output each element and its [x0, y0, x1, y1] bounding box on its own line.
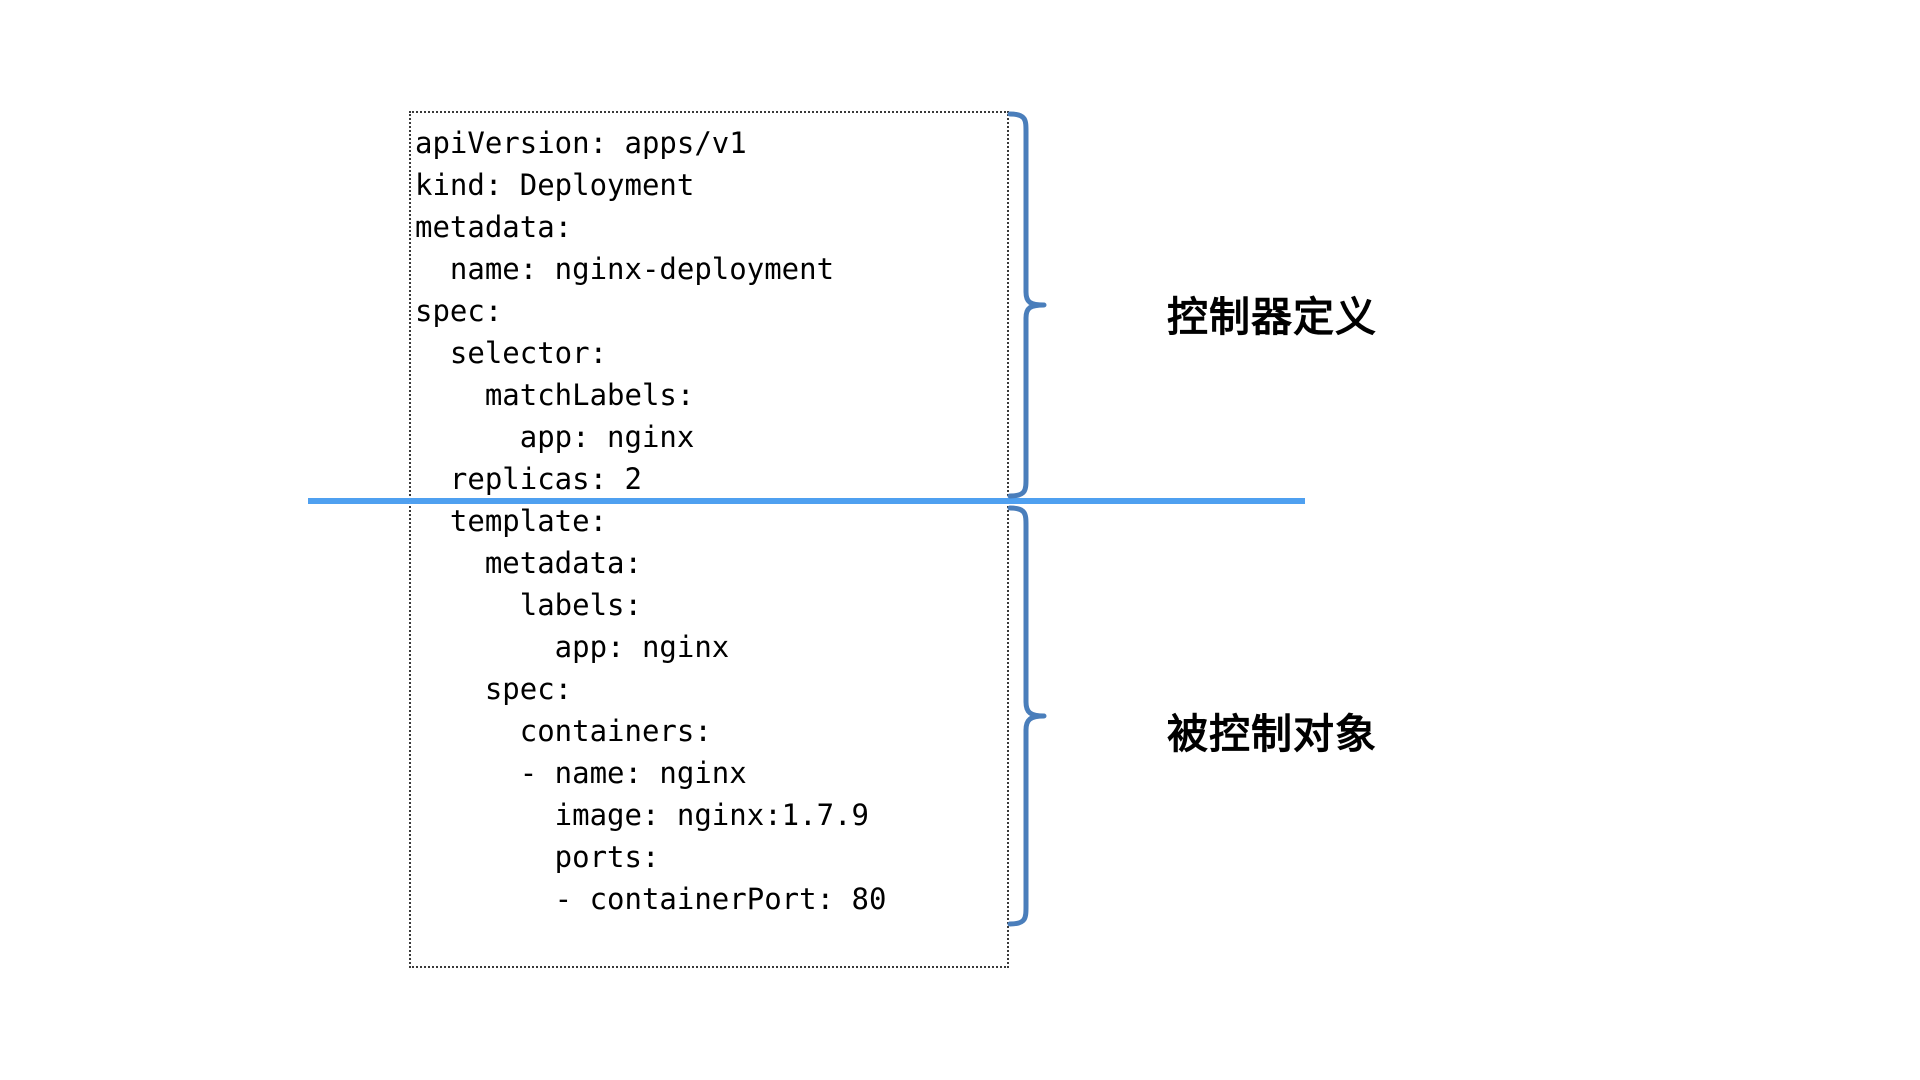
yaml-code-line: spec: [415, 294, 503, 328]
section-divider [308, 498, 1305, 504]
yaml-code-line: image: nginx:1.7.9 [415, 798, 869, 832]
yaml-code-line: matchLabels: [415, 378, 695, 412]
yaml-code-line: kind: Deployment [415, 168, 695, 202]
yaml-code-line: labels: [415, 588, 642, 622]
yaml-code-listing: apiVersion: apps/v1 kind: Deployment metad… [415, 122, 1155, 920]
yaml-code-line: name: nginx-deployment [415, 252, 835, 286]
yaml-code-line: template: [415, 504, 608, 538]
annotation-label-controlled-object: 被控制对象 [1167, 710, 1377, 758]
yaml-code-line: selector: [415, 336, 608, 370]
yaml-code-line: metadata: [415, 210, 573, 244]
yaml-code-line: - containerPort: 80 [415, 882, 887, 916]
yaml-code-line: replicas: 2 [415, 462, 642, 496]
yaml-code-line: containers: [415, 714, 712, 748]
yaml-code-line: ports: [415, 840, 660, 874]
yaml-code-line: apiVersion: apps/v1 [415, 126, 747, 160]
yaml-code-line: - name: nginx [415, 756, 747, 790]
yaml-code-line: metadata: [415, 546, 642, 580]
annotation-label-controller-definition: 控制器定义 [1167, 293, 1377, 341]
yaml-code-line: app: nginx [415, 420, 695, 454]
yaml-code-line: spec: [415, 672, 573, 706]
yaml-code-line: app: nginx [415, 630, 730, 664]
